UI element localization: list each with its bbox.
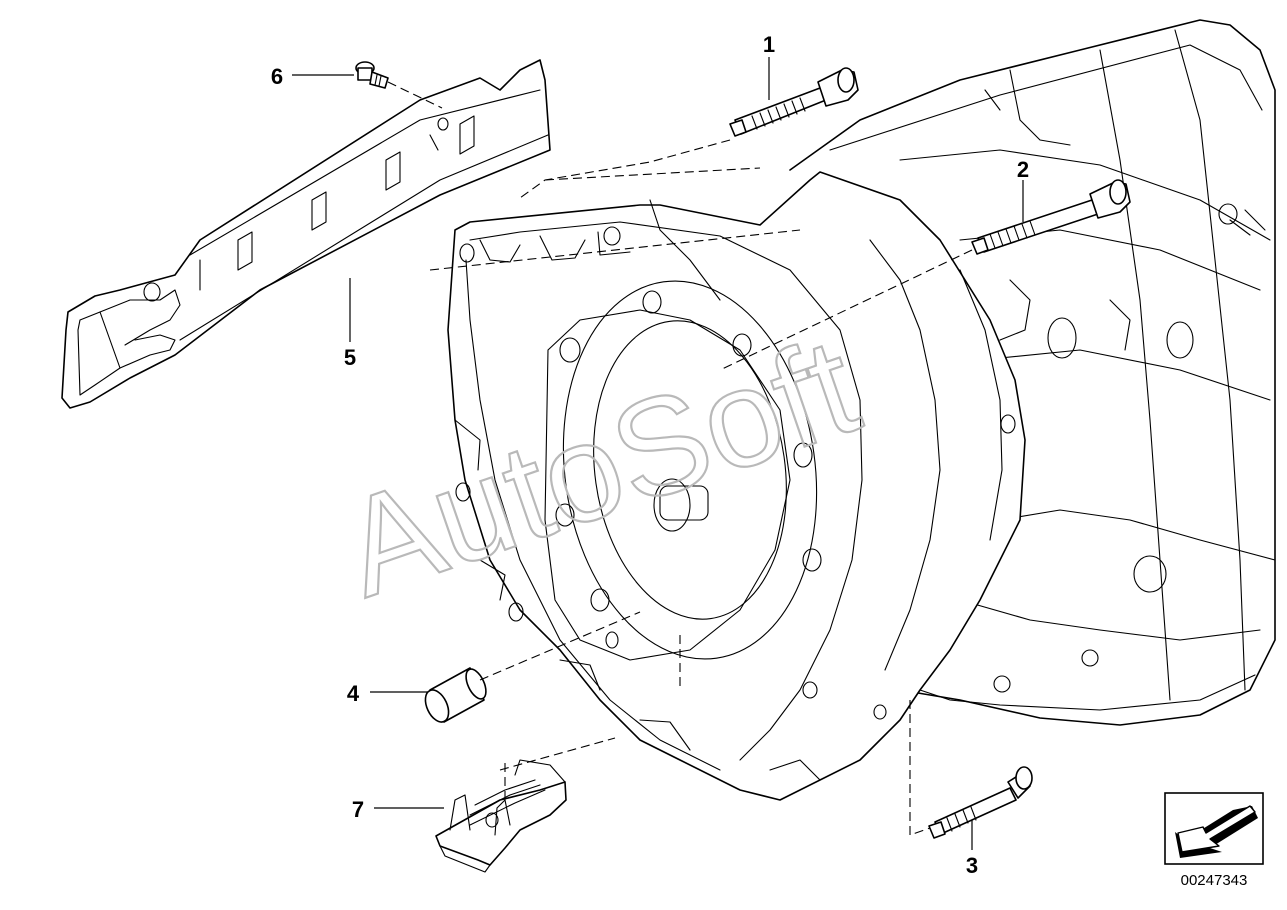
part-3-bolt: [928, 766, 1033, 839]
callout-5: 5: [344, 345, 356, 370]
callout-4: 4: [347, 681, 360, 706]
callout-1: 1: [763, 32, 775, 57]
part-2-bolt: [971, 179, 1131, 255]
part-7-bracket: [435, 759, 567, 873]
callout-3: 3: [966, 853, 978, 878]
callout-2: 2: [1017, 157, 1029, 182]
leader-lines: [292, 57, 1024, 850]
document-number: 00247343: [1181, 872, 1248, 889]
arrow-icon: [1175, 805, 1258, 858]
direction-box: 00247343: [1164, 792, 1264, 889]
callout-7: 7: [352, 797, 364, 822]
part-6-screw: [355, 61, 389, 89]
part-1-bolt: [729, 67, 859, 137]
callouts: 1 2 3 4 5 6 7: [271, 32, 1029, 878]
part-4-sleeve: [424, 667, 487, 723]
part-5-heat-shield: [61, 59, 551, 409]
alignment-lines: [387, 81, 973, 836]
callout-6: 6: [271, 64, 283, 89]
